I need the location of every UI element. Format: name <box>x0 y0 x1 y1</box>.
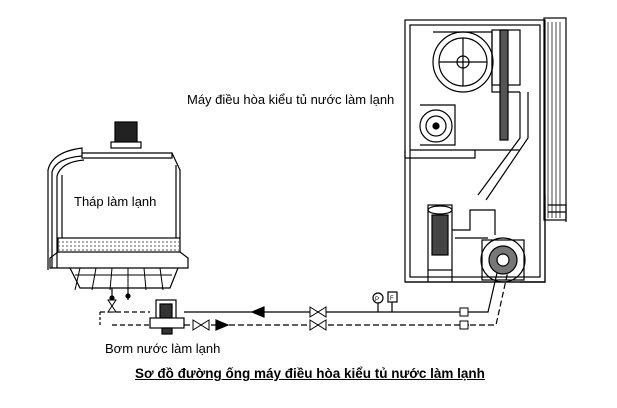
gauges <box>372 291 398 312</box>
valves <box>107 299 469 331</box>
flow-arrow-left <box>250 306 265 318</box>
pump-label: Bơm nước làm lạnh <box>105 341 221 356</box>
coil-section <box>543 17 567 221</box>
tower-fill-band <box>57 237 181 253</box>
compressor <box>427 204 453 271</box>
piping <box>99 259 511 326</box>
diagram-caption: Sơ đồ đường ống máy điều hòa kiểu tủ nướ… <box>135 366 485 381</box>
ac-unit-label: Máy điều hòa kiểu tủ nước làm lạnh <box>187 92 395 107</box>
pump <box>149 299 185 335</box>
ac-cabinet <box>404 17 567 283</box>
tower-fan-motor <box>114 121 138 145</box>
small-fan <box>419 109 453 143</box>
cooling-tower-label: Tháp làm lạnh <box>74 194 157 209</box>
cooling-tower <box>47 121 189 312</box>
flow-arrow-right <box>215 319 230 331</box>
